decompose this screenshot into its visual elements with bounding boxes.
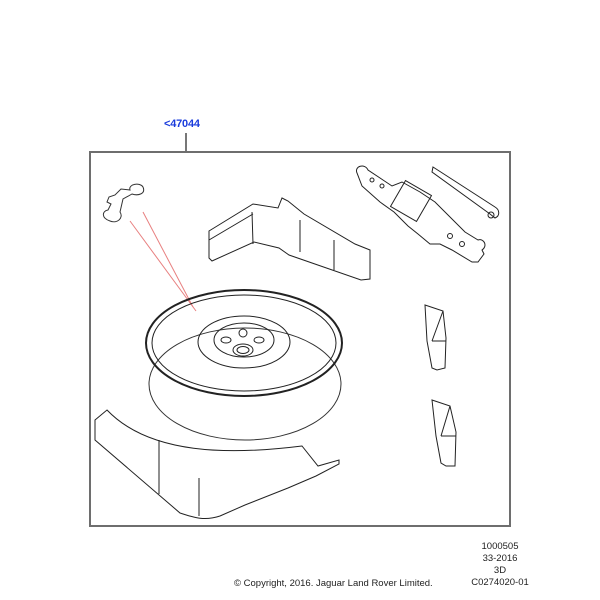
date-code: 33-2016 <box>482 553 518 564</box>
jack-handle <box>431 166 500 219</box>
foam-tray-lower <box>94 409 340 520</box>
wheel-retaining-clamp <box>102 183 145 223</box>
part-callout-link[interactable]: <47044 <box>164 118 200 130</box>
diagram-frame <box>89 151 511 527</box>
foam-tray-upper <box>208 197 371 281</box>
view-type: 3D <box>493 565 507 576</box>
scissor-jack <box>355 165 486 263</box>
copyright-notice: © Copyright, 2016. Jaguar Land Rover Lim… <box>234 578 433 589</box>
wheel-chock-1 <box>424 304 447 371</box>
callout-leader-line <box>185 133 187 152</box>
spare-wheel <box>145 289 343 441</box>
ref-number: 1000505 <box>481 541 519 552</box>
illustration-metadata: 1000505 33-2016 3D C0274020-01 <box>440 541 560 589</box>
reference-lines <box>129 211 197 312</box>
illustration-id: C0274020-01 <box>471 577 529 588</box>
wheel-chock-2 <box>431 399 457 467</box>
